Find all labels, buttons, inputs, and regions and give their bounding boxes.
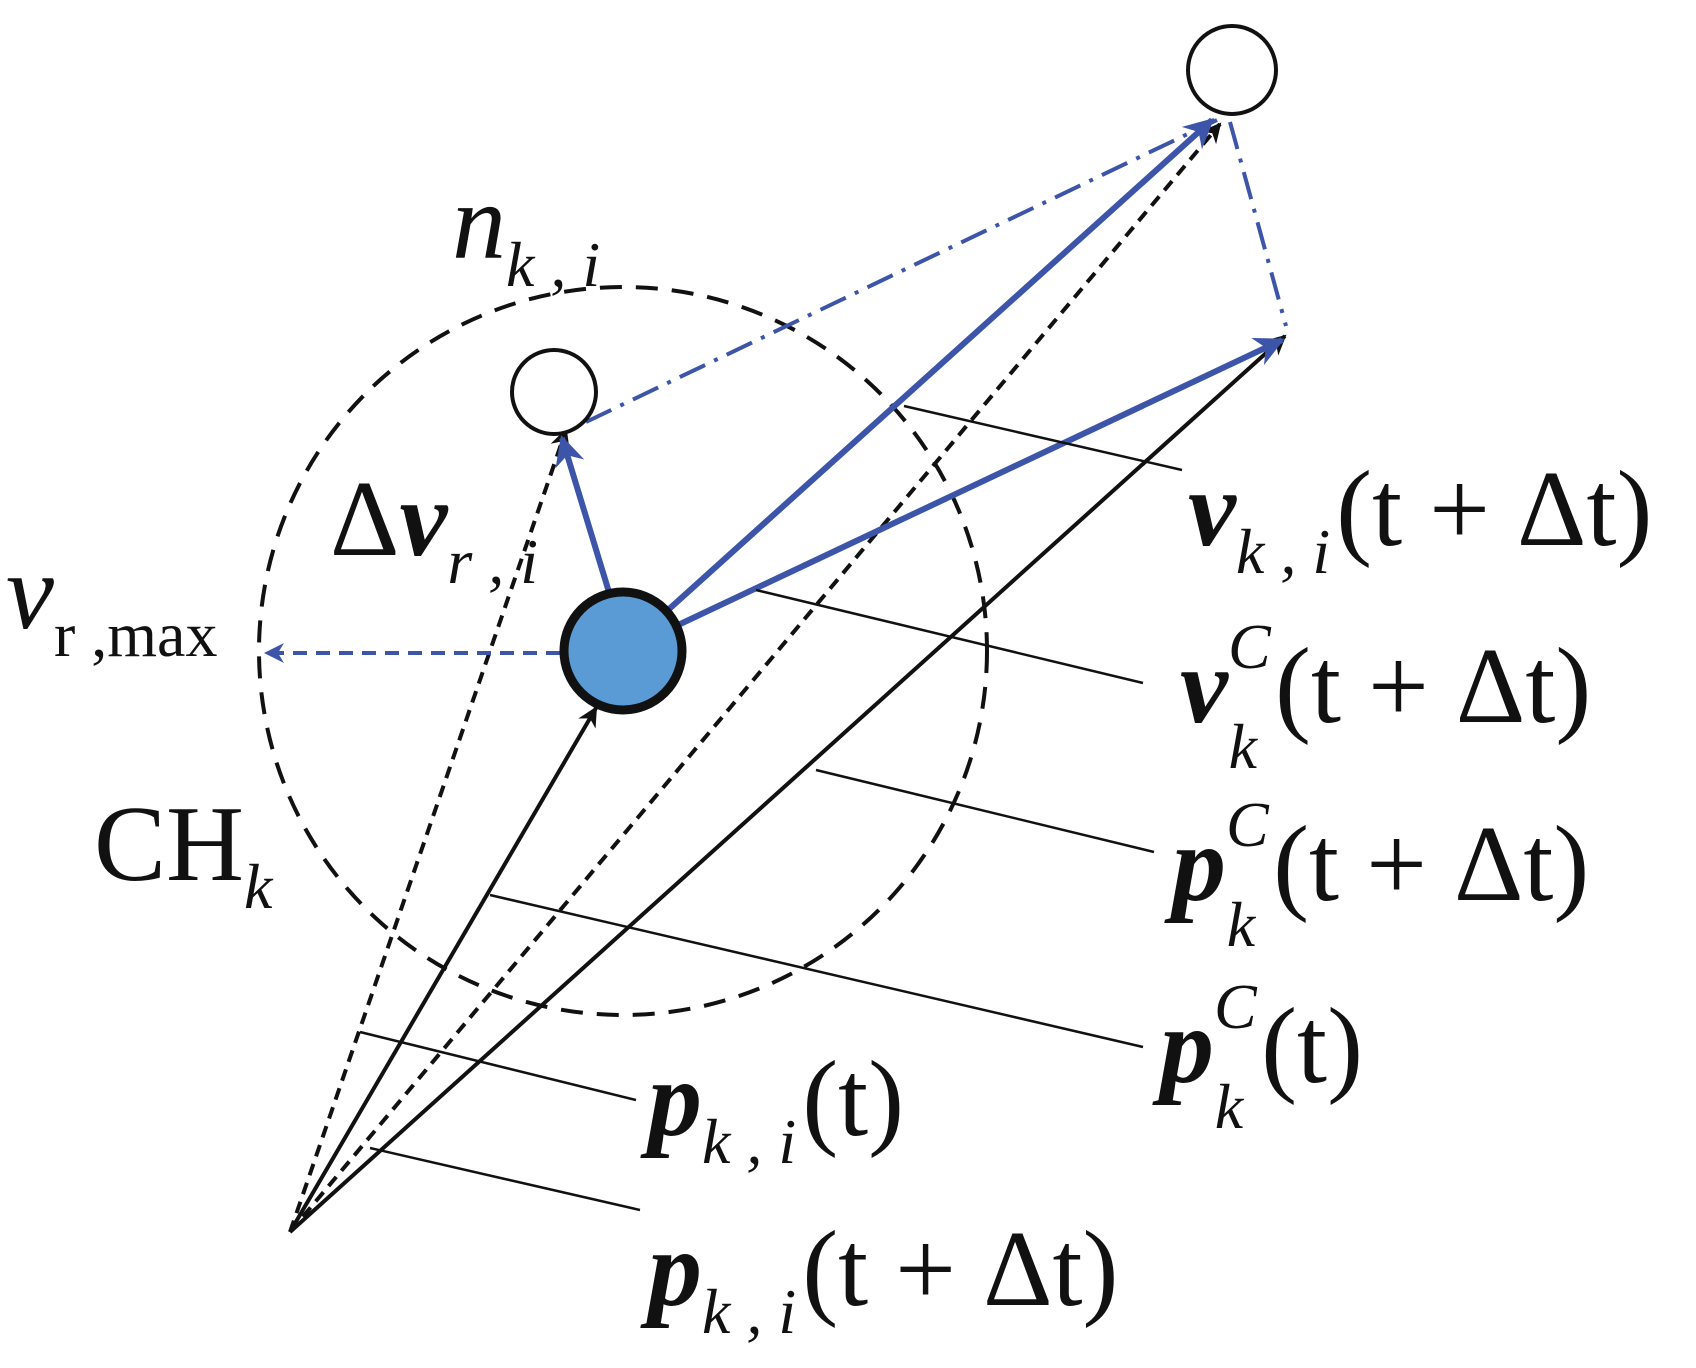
- vector-p-ki-t: [288, 428, 570, 1233]
- member-node-future: [1186, 24, 1278, 116]
- leader-line-v-ki: [903, 404, 1183, 472]
- vector-p-kC-t: [288, 706, 598, 1234]
- cluster-range-circle: [257, 285, 989, 1017]
- label-v-rmax: vr ,max: [6, 533, 217, 670]
- vector-p-ki-t-dt: [288, 122, 1222, 1234]
- vector-v-ki-t-dt: [665, 117, 1215, 613]
- leader-line-p-kC-tdt: [815, 768, 1155, 854]
- label-CH-k: CHk: [94, 785, 274, 922]
- construction-line-top: [585, 118, 1218, 424]
- leader-line-p-ki-tdt: [369, 1146, 641, 1212]
- label-n-ki: nk , i: [452, 163, 600, 300]
- label-p-ki-t: pk , i(t): [640, 1040, 904, 1177]
- leader-line-p-kC-t: [489, 893, 1144, 1049]
- vector-v-kC-t-dt: [674, 337, 1285, 629]
- label-p-ki-t-dt: pk , i(t + Δt): [640, 1210, 1119, 1347]
- leader-line-p-ki-t: [359, 1030, 637, 1102]
- vector-delta-v-ri: [555, 435, 615, 603]
- vector-p-kC-t-dt: [288, 334, 1287, 1234]
- label-delta-v-ri: Δvr , i: [330, 460, 538, 597]
- label-v-ki-t-dt: vk , i(t + Δt): [1188, 450, 1652, 587]
- construction-line-right: [1228, 121, 1288, 327]
- leader-line-v-kC: [755, 588, 1144, 685]
- cluster-head-node: [559, 587, 687, 715]
- member-node-current: [510, 348, 598, 436]
